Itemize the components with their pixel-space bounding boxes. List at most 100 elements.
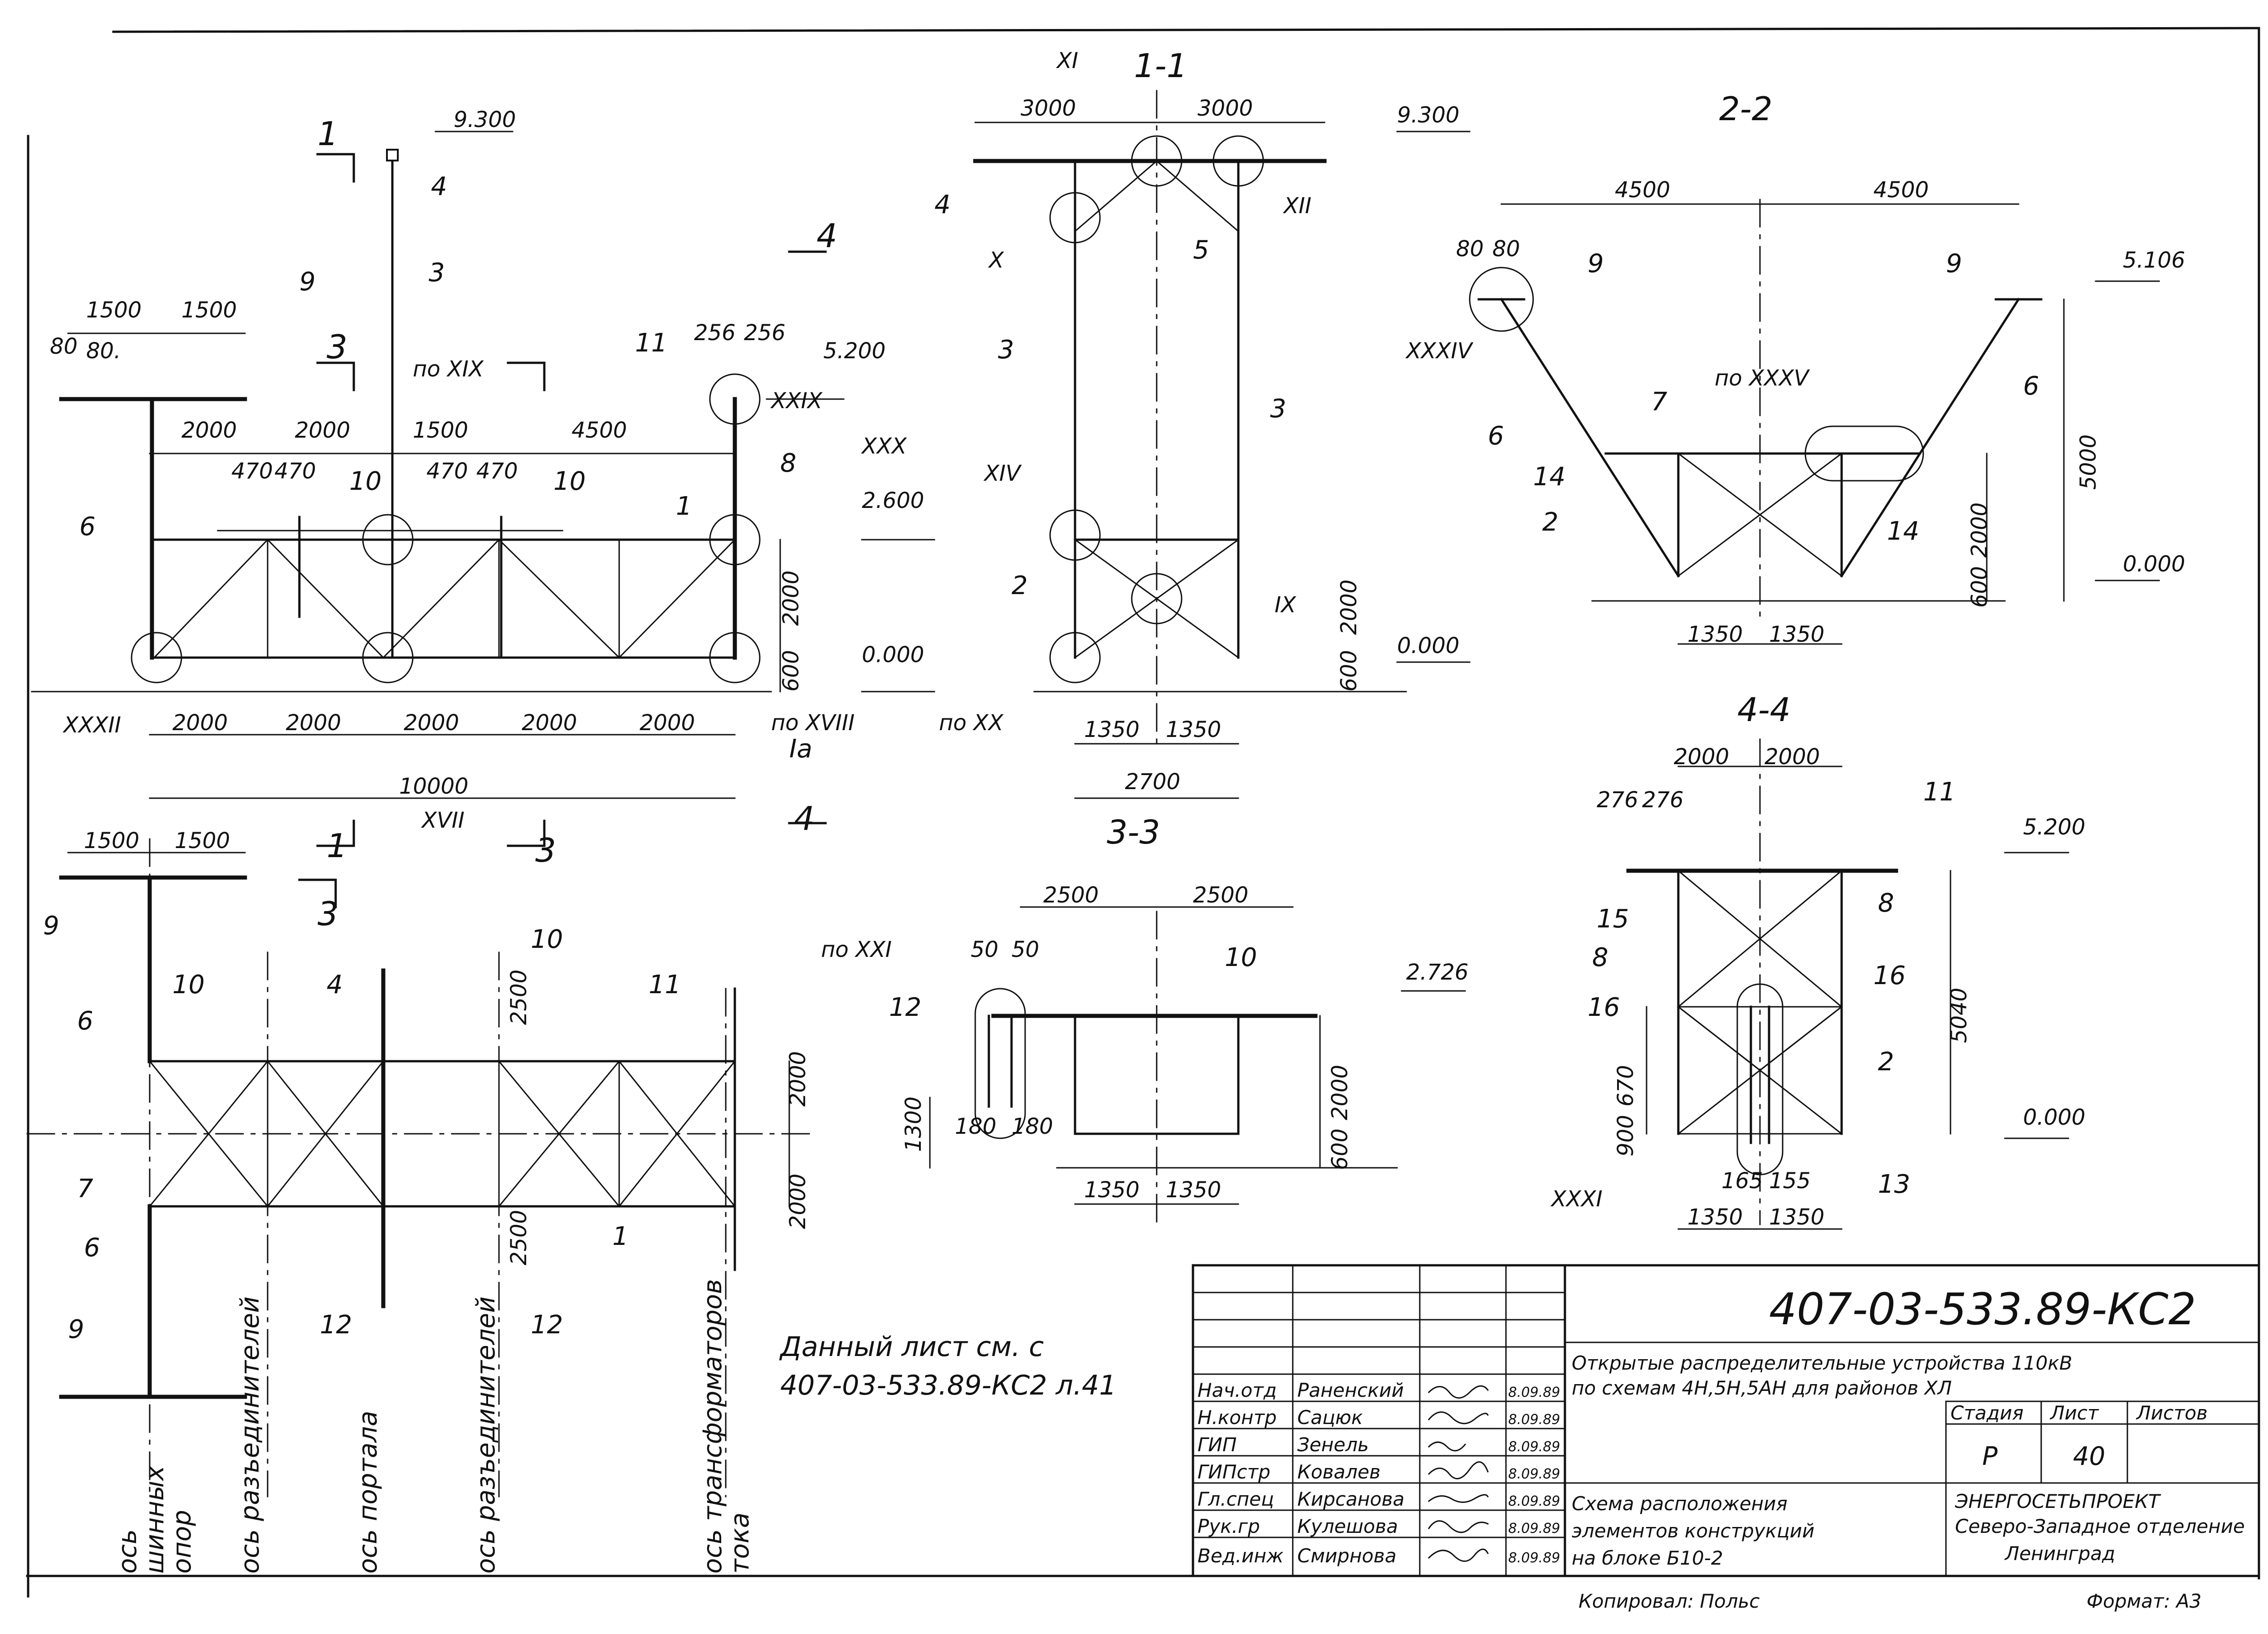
dim-470c: 470 [426, 458, 468, 484]
ref-xxx: XXX [860, 434, 907, 459]
plan-2000a: 2000 [785, 1051, 811, 1107]
dim-256a: 256 [694, 320, 736, 346]
s11-ref-ix: IX [1275, 592, 1296, 618]
sheet-header: Лист [2049, 1402, 2099, 1424]
plan-1500a: 1500 [84, 828, 139, 854]
note-line-1: Данный лист см. с [779, 1331, 1044, 1363]
s44-pos-8b: 8 [1878, 888, 1894, 918]
sig-date-6: 8.09.89 [1508, 1550, 1560, 1566]
dim-10000: 10000 [399, 774, 469, 799]
s11-600: 600 [1336, 650, 1362, 692]
s33-2500a: 2500 [1043, 883, 1099, 908]
ref-xxix: XXIX [770, 388, 823, 414]
dim-1500b: 1500 [181, 298, 237, 323]
s33-el-2726: 2.726 [1406, 960, 1468, 985]
section-2-2: 2-2 4500 4500 80 80 5.106 0.000 5000 200… [1405, 90, 2185, 647]
sig-name-5: Кулешова [1297, 1515, 1398, 1537]
sig-date-2: 8.09.89 [1508, 1439, 1560, 1455]
s44-155: 155 [1769, 1168, 1811, 1194]
s22-ref-xxxv: по XXXV [1715, 366, 1810, 391]
s44-pos-11: 11 [1923, 777, 1955, 807]
drawing-line-1: Схема расположения [1572, 1493, 1788, 1515]
sig-name-4: Кирсанова [1297, 1488, 1404, 1510]
sheet-format: Формат: А3 [2087, 1590, 2201, 1612]
s44-670: 670 [1613, 1065, 1638, 1107]
s33-50b: 50 [1012, 937, 1039, 962]
plan-2500a: 2500 [506, 970, 532, 1025]
s33-1350a: 1350 [1084, 1177, 1139, 1203]
dim-470b: 470 [274, 458, 316, 484]
s11-3000b: 3000 [1198, 96, 1253, 121]
sheet-code: 407-03-533.89-КС2 [1769, 1284, 2196, 1335]
axis-labels: ось шинных опор ось разъединителей ось п… [113, 1279, 755, 1574]
sig-role-6: Вед.инж [1198, 1545, 1284, 1567]
s22-el-0000: 0.000 [2123, 551, 2185, 577]
s22-1350a: 1350 [1687, 622, 1743, 647]
pos-11: 11 [635, 328, 667, 358]
section-3-3: 3-3 2500 2500 50 50 2.726 2000 600 1300 … [821, 813, 1468, 1225]
s44-pos-15: 15 [1597, 904, 1629, 934]
s22-4500a: 4500 [1615, 177, 1670, 203]
s11-ref-x: X [987, 248, 1004, 273]
s22-80b: 80 [1492, 236, 1520, 262]
s11-1350b: 1350 [1166, 717, 1221, 742]
ref-xix: по XIX [413, 356, 484, 382]
s22-pos-2: 2 [1542, 507, 1559, 537]
axis-portal: ось портала [353, 1411, 383, 1574]
dim-2000h: 2000 [778, 571, 804, 626]
cut-3: 3 [327, 328, 347, 366]
s44-pos-16b: 16 [1873, 961, 1906, 990]
note-line-2: 407-03-533.89-КС2 л.41 [780, 1370, 1116, 1401]
cut-4: 4 [816, 217, 837, 255]
s22-pos-6b: 6 [2023, 371, 2039, 401]
axis-bus-supports-3: опор [167, 1510, 197, 1574]
plan-pos-10a: 10 [172, 970, 205, 1000]
s11-ref-xii: XII [1282, 193, 1311, 219]
s22-2000: 2000 [1967, 502, 1992, 558]
s44-5040: 5040 [1946, 988, 1972, 1043]
drawing-line-2: элементов конструкций [1572, 1520, 1814, 1542]
s22-600: 600 [1967, 566, 1992, 608]
pos-3: 3 [429, 258, 445, 288]
s22-pos-9a: 9 [1588, 249, 1604, 278]
axis-bus-supports-1: ось [113, 1529, 142, 1574]
s33-600: 600 [1327, 1128, 1353, 1170]
s11-pos-5: 5 [1193, 235, 1209, 265]
sig-role-2: ГИП [1198, 1434, 1237, 1456]
section-3-3-title: 3-3 [1107, 813, 1160, 851]
s33-180b: 180 [1012, 1114, 1053, 1139]
plan-pos-12a: 12 [320, 1310, 352, 1340]
s22-4500b: 4500 [1873, 177, 1929, 203]
s11-pos-2: 2 [1012, 571, 1028, 600]
dim-2000a: 2000 [181, 418, 237, 443]
pos-8: 8 [780, 449, 797, 478]
s44-1350a: 1350 [1687, 1205, 1743, 1230]
el-5200: 5.200 [823, 338, 885, 364]
signature-marks [1427, 1385, 1489, 1562]
org-line-3: Ленинград [2004, 1542, 2115, 1565]
section-1-1-title: 1-1 [1134, 47, 1188, 85]
s11-1350a: 1350 [1084, 717, 1139, 742]
axis-disconnectors-2: ось разъединителей [471, 1297, 501, 1574]
sig-date-1: 8.09.89 [1508, 1412, 1560, 1428]
bot-2000e: 2000 [640, 710, 695, 736]
sig-role-0: Нач.отд [1198, 1379, 1277, 1401]
s33-1350b: 1350 [1166, 1177, 1221, 1203]
dim-600: 600 [778, 650, 804, 692]
s33-2500b: 2500 [1193, 883, 1248, 908]
ref-xxxii: XXXII [62, 712, 121, 738]
bot-2000a: 2000 [172, 710, 228, 736]
s11-el-0000: 0.000 [1397, 633, 1459, 658]
cut-4b: 4 [794, 800, 815, 838]
s44-pos-2: 2 [1878, 1047, 1894, 1077]
s11-ref-xi: XI [1056, 48, 1078, 73]
sheets-header: Листов [2136, 1402, 2208, 1424]
dim-80a: 80 [50, 334, 78, 359]
s44-pos-16a: 16 [1588, 993, 1620, 1022]
s33-180a: 180 [955, 1114, 997, 1139]
plan-pos-1: 1 [612, 1222, 629, 1251]
s11-pos-3b: 3 [1270, 394, 1286, 424]
section-4-4: 4-4 2000 2000 276 276 5.200 0.000 5040 9… [1550, 691, 2085, 1230]
sig-name-1: Сацюк [1297, 1406, 1363, 1429]
